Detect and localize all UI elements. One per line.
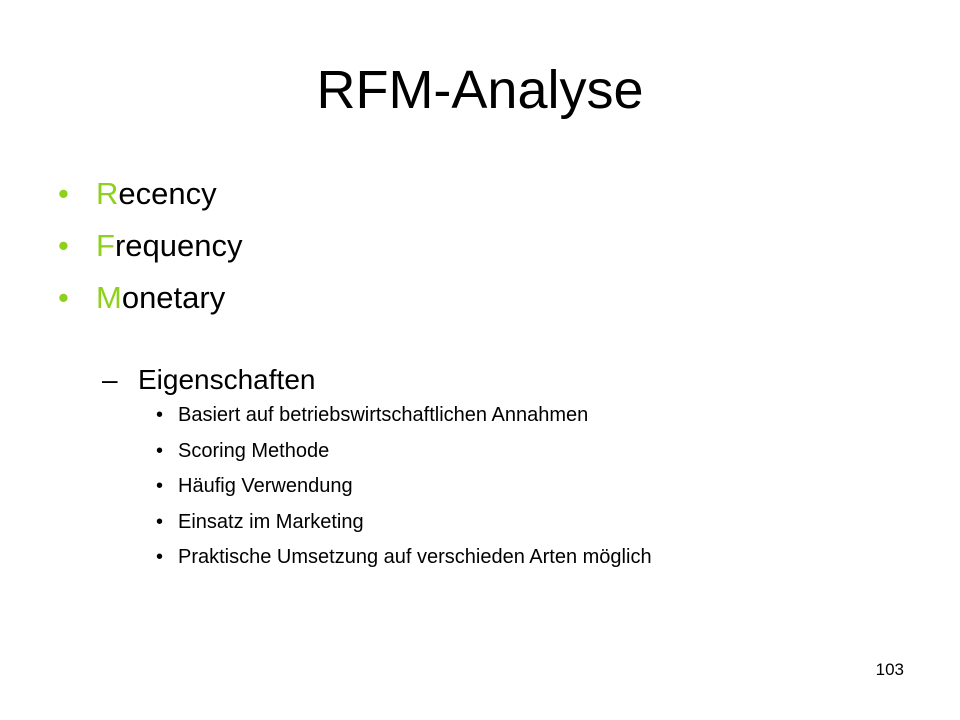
sub-item-label: Einsatz im Marketing (178, 510, 364, 533)
sub-bullet-list: • Basiert auf betriebswirtschaftlichen An… (156, 398, 652, 576)
main-bullet-list: • Recency • Frequency • Monetary (58, 168, 242, 324)
item-initial: M (96, 280, 122, 315)
sub-list-item: • Häufig Verwendung (156, 469, 652, 505)
slide-title: RFM-Analyse (316, 60, 644, 120)
sub-item-label: Basiert auf betriebswirtschaftlichen Ann… (178, 404, 589, 426)
sub-item-label: Praktische Umsetzung auf verschieden Art… (178, 546, 652, 568)
dash-icon: – (102, 364, 118, 395)
sub-item-label: Häufig Verwendung (178, 475, 353, 497)
page-number: 103 (875, 660, 904, 679)
list-item-recency: • Recency (58, 168, 242, 220)
sub-list-item: • Basiert auf betriebswirtschaftlichen An… (156, 398, 652, 434)
item-initial: F (96, 228, 115, 263)
item-rest: onetary (121, 280, 226, 315)
list-item-monetary: • Monetary (58, 272, 242, 324)
sub-list-item: • Einsatz im Marketing (156, 505, 652, 541)
bullet-icon: • (58, 228, 69, 263)
sub-list-item: • Praktische Umsetzung auf verschieden Ar… (156, 540, 652, 576)
sub-heading-label: Eigenschaften (138, 364, 316, 395)
bullet-icon: • (58, 280, 69, 315)
item-initial: R (96, 176, 119, 211)
sub-heading: –Eigenschaften (102, 358, 315, 402)
bullet-icon: • (156, 475, 164, 497)
bullet-icon: • (156, 546, 164, 568)
sub-list-item: • Scoring Methode (156, 434, 652, 470)
bullet-icon: • (58, 176, 69, 211)
sub-item-label: Scoring Methode (178, 439, 330, 462)
item-rest: requency (114, 228, 243, 263)
bullet-icon: • (156, 404, 164, 426)
item-rest: ecency (118, 176, 217, 211)
bullet-icon: • (156, 510, 164, 533)
bullet-icon: • (156, 439, 164, 462)
list-item-frequency: • Frequency (58, 220, 242, 272)
